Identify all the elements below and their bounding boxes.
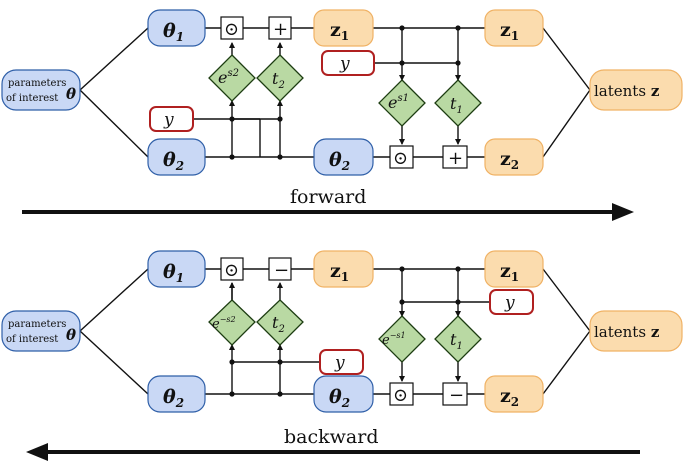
t2-back-label: t2 [272,313,285,335]
theta2-node [147,138,206,176]
z1-output-label: z1 [500,19,519,43]
theta2-back-node [147,375,206,413]
mul-op-bottom [389,145,414,169]
t1-label: t1 [450,94,463,116]
exp-s1-label: es1 [388,93,409,112]
parameters-back-theta: θ [66,326,76,344]
backward-panel: parameters of interest θ θ1 θ2 θ2 z1 z1 … [1,250,683,461]
z1-back-output-node [484,250,544,288]
theta1-back-label: θ1 [163,261,184,285]
theta2-label: θ2 [163,149,184,173]
z1-input-label: z1 [330,19,349,43]
mul-op-back-top [220,257,244,281]
exp-neg-s2-label: e−s2 [212,315,236,332]
sub-op-back-top-glyph: − [274,260,289,281]
forward-label: forward [290,186,366,208]
parameters-label-line2: of interest [6,93,58,104]
z1-input-node [313,9,374,47]
t1-diamond [434,79,482,127]
mul-op-back-bottom-glyph: ⊙ [393,385,408,406]
z1-back-output-label: z1 [500,260,519,284]
mul-op-bottom-glyph: ⊙ [393,148,408,169]
t2-back-diamond [256,299,304,346]
theta2-back-copy-label: θ2 [329,386,350,410]
latents-node [589,69,683,111]
parameters-node-back [1,310,81,352]
sub-op-back-bottom [442,382,468,406]
y-back-node-upper [489,289,534,315]
z2-output-node [484,138,544,176]
latents-back-node [589,310,683,352]
y-node-upper [321,50,375,76]
theta2-copy-label: θ2 [329,149,350,173]
t2-label: t2 [272,69,285,91]
parameters-node [1,69,81,111]
add-op-bottom-glyph: + [448,148,463,169]
latents-label: latents z [594,82,660,100]
add-op-top-glyph: + [273,19,288,40]
latents-back-label: latents z [594,323,660,341]
y-back-label-lower: y [334,353,345,373]
parameters-back-line2: of interest [6,334,58,345]
z1-output-node [484,9,544,47]
sub-op-back-top [268,257,292,281]
add-op-bottom [442,145,468,169]
t2-diamond [256,54,304,102]
z2-back-output-label: z2 [500,385,519,409]
add-op-top [268,16,292,40]
exp-s1-diamond [378,79,426,127]
exp-s2-diamond [208,54,256,102]
mul-op-top [220,16,244,40]
theta1-node [147,9,206,47]
y-label-upper: y [339,54,350,74]
theta2-back-label: θ2 [163,386,184,410]
theta2-copy-node [313,138,374,176]
theta2-back-copy-node [313,375,374,413]
theta1-back-node [147,250,206,288]
sub-op-back-bottom-glyph: − [449,385,464,406]
parameters-back-line1: parameters [8,319,66,330]
y-label-lower: y [163,110,174,130]
forward-panel: parameters of interest θ θ1 θ2 θ2 z1 z1 … [1,9,683,221]
y-back-label-upper: y [504,293,515,313]
exp-neg-s1-label: e−s1 [382,331,406,348]
z2-back-output-node [484,375,544,413]
exp-s2-label: es2 [218,68,239,87]
exp-neg-s2-diamond [208,299,256,346]
y-node-lower [149,106,194,132]
mul-op-top-glyph: ⊙ [224,19,239,40]
theta1-label: θ1 [163,20,184,44]
parameters-theta: θ [66,85,76,103]
t1-back-diamond [434,315,482,363]
z1-back-input-node [313,250,374,288]
mul-op-back-top-glyph: ⊙ [224,260,239,281]
parameters-label-line1: parameters [8,78,66,89]
exp-neg-s1-diamond [378,315,426,363]
backward-label: backward [284,426,378,448]
y-back-node-lower [319,349,364,375]
mul-op-back-bottom [389,382,414,406]
z2-output-label: z2 [500,148,519,172]
z1-back-input-label: z1 [330,260,349,284]
t1-back-label: t1 [450,330,463,352]
